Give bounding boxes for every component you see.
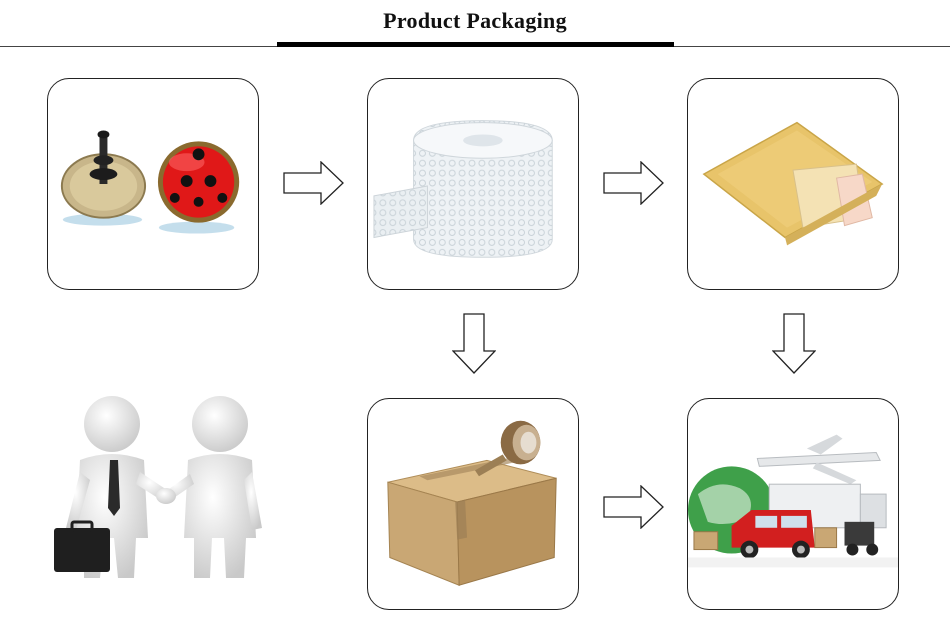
arrow-right-icon — [603, 485, 664, 529]
step-card-cardboard-box — [367, 398, 579, 610]
arrow-down-icon — [772, 313, 816, 374]
arrow-down-icon — [452, 313, 496, 374]
arrow-right-icon — [283, 161, 344, 205]
cardboard-box-tape-icon — [387, 420, 557, 586]
title-underline-accent — [277, 42, 674, 47]
ladybug-earrings-icon — [60, 130, 240, 234]
step-card-earrings — [47, 78, 259, 290]
handshake-people-icon — [54, 396, 262, 578]
padded-envelope-icon — [702, 121, 884, 246]
step-card-bubble-wrap — [367, 78, 579, 290]
shipping-logistics-icon — [688, 434, 898, 568]
arrow-right-icon — [603, 161, 664, 205]
step-card-padded-envelope — [687, 78, 899, 290]
step-card-logistics — [687, 398, 899, 610]
bubble-wrap-roll-icon — [373, 120, 553, 258]
page-title: Product Packaging — [383, 8, 567, 33]
